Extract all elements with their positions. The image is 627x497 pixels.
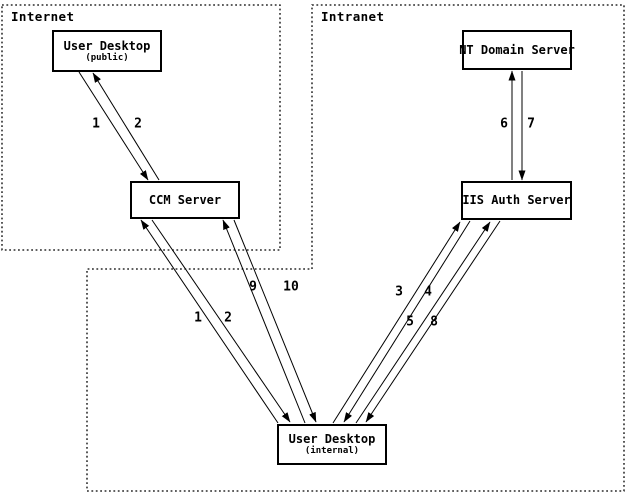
node-user-desktop-public: User Desktop (public) [52, 30, 162, 72]
node-ccm-server: CCM Server [130, 181, 240, 219]
node-nt-domain-server: NT Domain Server [459, 30, 575, 70]
node-sublabel: (internal) [304, 446, 360, 456]
edge-label-8: 8 [430, 314, 438, 330]
node-iis-auth-server: IIS Auth Server [461, 181, 572, 220]
edge-line-9-internal-to-ccm [222, 219, 306, 424]
node-label: CCM Server [148, 192, 222, 207]
edge-line-1-public-to-ccm [78, 71, 149, 181]
node-label: IIS Auth Server [462, 193, 571, 207]
edge-label-1-internal: 1 [194, 310, 202, 326]
edge-line-3-internal-to-iis [332, 221, 461, 424]
edge-line-2-ccm-to-public [92, 72, 160, 181]
edge-label-7: 7 [527, 116, 535, 132]
edge-label-6: 6 [500, 116, 508, 132]
edge-label-2-public: 2 [134, 116, 142, 132]
node-label: User Desktop [288, 432, 376, 446]
edge-line-5-internal-to-iis [355, 221, 491, 424]
node-sublabel: (public) [85, 52, 129, 63]
edge-label-9: 9 [249, 279, 257, 295]
edge-line-2-ccm-to-internal [151, 219, 291, 423]
node-label: NT Domain Server [459, 42, 575, 57]
edge-line-8-iis-to-internal [365, 220, 501, 423]
zone-label-intranet: Intranet [321, 9, 385, 24]
edge-label-1-public: 1 [92, 116, 100, 132]
zone-label-internet: Internet [11, 9, 75, 24]
zone-border-intranet [86, 4, 625, 492]
edge-label-3: 3 [395, 284, 403, 300]
edge-label-4: 4 [424, 284, 432, 300]
edge-line-10-ccm-to-internal [233, 219, 317, 423]
edge-line-1-internal-to-ccm [140, 219, 279, 424]
edge-label-5: 5 [406, 314, 414, 330]
edge-line-4-iis-to-internal [343, 220, 471, 423]
edge-label-2-internal: 2 [224, 310, 232, 326]
node-label: User Desktop [63, 38, 151, 53]
zone-border-internet [1, 4, 281, 251]
edge-label-10: 10 [283, 279, 299, 295]
node-user-desktop-internal: User Desktop (internal) [277, 424, 387, 465]
